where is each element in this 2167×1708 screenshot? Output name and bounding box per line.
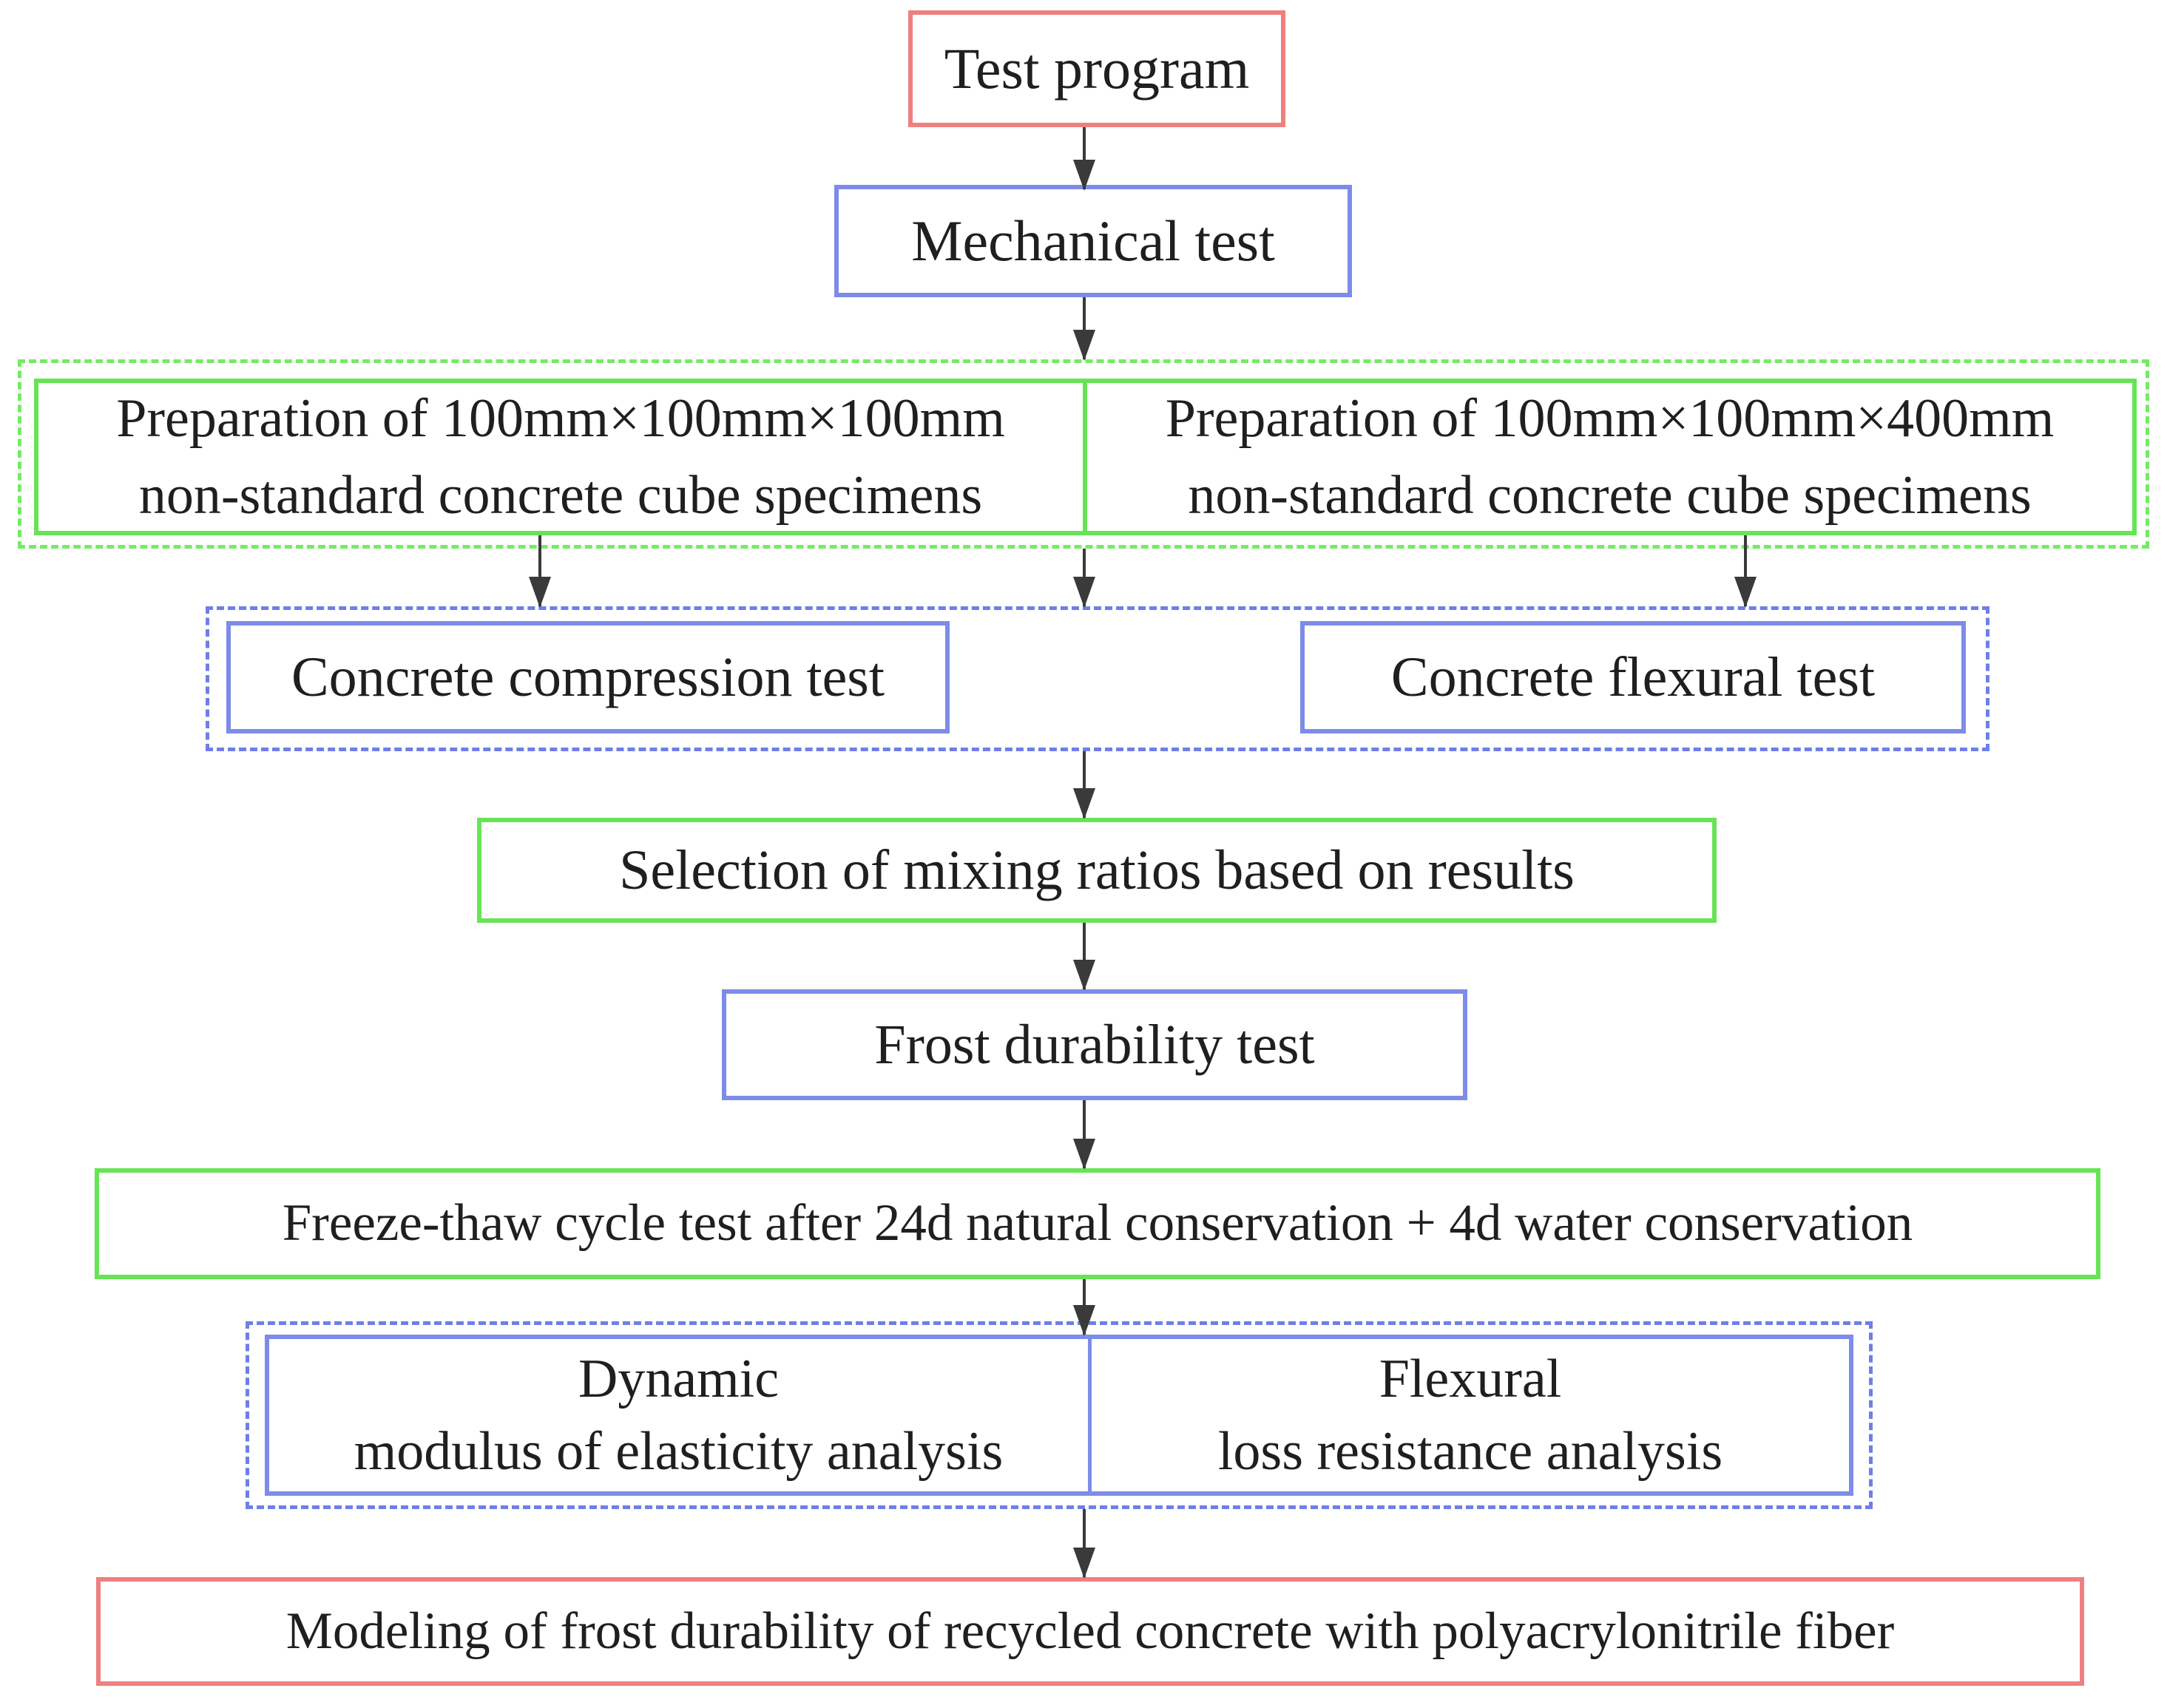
arrow-tests-to-selection — [1083, 751, 1086, 818]
node-mechanical-test: Mechanical test — [834, 185, 1352, 297]
group-mechanical-tests — [206, 606, 1989, 751]
prep-100-line1: Preparation of 100mm×100mm×100mm — [116, 388, 1005, 449]
arrow-prep400-to-tests — [1744, 535, 1747, 606]
node-flexural-test: Concrete flexural test — [1300, 621, 1966, 733]
node-analysis-box: Dynamic modulus of elasticity analysis F… — [265, 1335, 1853, 1496]
flexural-loss-line1: Flexural — [1379, 1349, 1562, 1409]
cell-flexural-loss-analysis: Flexural loss resistance analysis — [1092, 1339, 1849, 1491]
node-modeling-frost-durability: Modeling of frost durability of recycled… — [96, 1577, 2084, 1686]
group-specimen-preparation — [18, 359, 2149, 549]
arrow-preparation-to-tests — [1083, 549, 1086, 606]
arrow-selection-to-frost — [1083, 923, 1086, 989]
prep-400-line2: non-standard concrete cube specimens — [1188, 465, 2032, 526]
arrow-mechanical-to-preparation — [1083, 297, 1086, 359]
flexural-loss-line2: loss resistance analysis — [1217, 1421, 1723, 1482]
arrow-analysis-to-modeling — [1083, 1509, 1086, 1577]
node-selection-mixing-ratios: Selection of mixing ratios based on resu… — [477, 818, 1717, 923]
prep-400-line1: Preparation of 100mm×100mm×400mm — [1165, 388, 2055, 449]
node-test-program: Test program — [908, 10, 1285, 127]
dynamic-modulus-line1: Dynamic — [578, 1349, 780, 1409]
node-preparation-400mm-prism: Preparation of 100mm×100mm×400mm non-sta… — [1087, 379, 2137, 535]
node-freeze-thaw-cycle-test: Freeze-thaw cycle test after 24d natural… — [95, 1168, 2100, 1279]
cell-dynamic-modulus-analysis: Dynamic modulus of elasticity analysis — [269, 1339, 1092, 1491]
node-compression-test: Concrete compression test — [226, 621, 950, 733]
node-frost-durability-test: Frost durability test — [722, 989, 1467, 1100]
node-preparation-100mm-cube: Preparation of 100mm×100mm×100mm non-sta… — [34, 379, 1087, 535]
arrow-prep100-to-tests — [538, 535, 541, 606]
arrow-freezethaw-to-analysis — [1083, 1279, 1086, 1335]
arrow-frost-to-freezethaw — [1083, 1100, 1086, 1168]
dynamic-modulus-line2: modulus of elasticity analysis — [354, 1421, 1004, 1482]
group-analysis — [246, 1321, 1873, 1509]
prep-100-line2: non-standard concrete cube specimens — [138, 465, 983, 526]
arrow-test-to-mechanical — [1083, 127, 1086, 189]
